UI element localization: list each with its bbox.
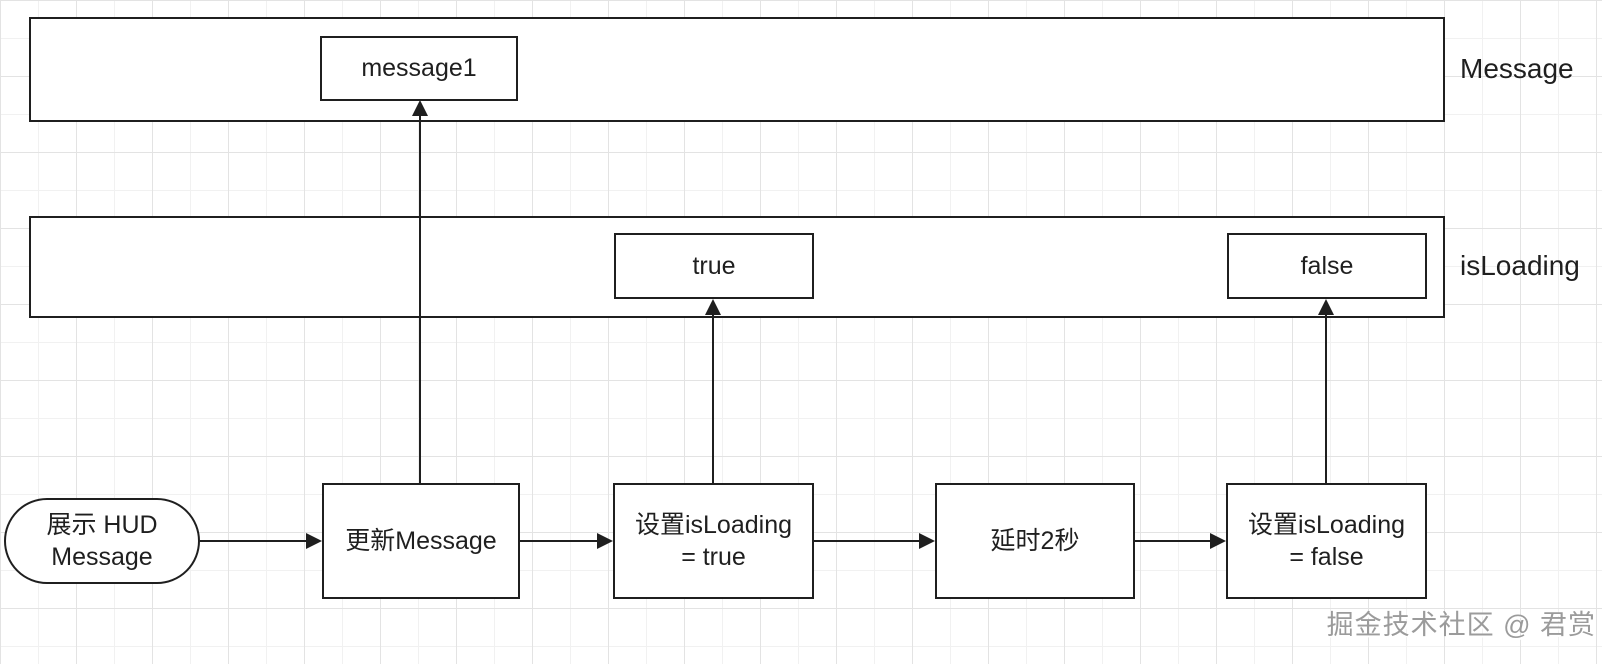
- arrow-head-right-settrue-icon: [597, 533, 613, 549]
- arrow-line-update-to-message1: [419, 114, 421, 484]
- arrow-head-up-false-icon: [1318, 299, 1334, 315]
- arrow-line-update-to-settrue: [520, 540, 597, 542]
- arrow-line-settrue-to-true: [712, 313, 714, 484]
- step-update-message-label: 更新Message: [345, 526, 497, 555]
- step-delay-2s: 延时2秒: [935, 483, 1135, 599]
- value-box-true: true: [614, 233, 814, 299]
- step-set-isloading-false-line1: 设置isLoading: [1247, 510, 1406, 539]
- step-set-isloading-true-line2: = true: [681, 543, 746, 571]
- value-box-message1-label: message1: [361, 54, 477, 83]
- arrow-head-right-delay-icon: [919, 533, 935, 549]
- step-set-isloading-false-line2: = false: [1289, 543, 1364, 571]
- arrow-line-settrue-to-delay: [814, 540, 919, 542]
- value-box-true-label: true: [692, 251, 736, 280]
- start-node-show-hud-message: 展示 HUD Message: [4, 498, 200, 584]
- arrow-head-right-update-icon: [306, 533, 322, 549]
- arrow-line-start-to-update: [200, 540, 308, 542]
- value-box-message1: message1: [320, 36, 518, 101]
- arrow-head-right-setfalse-icon: [1210, 533, 1226, 549]
- value-box-false-label: false: [1300, 251, 1354, 280]
- step-set-isloading-false: 设置isLoading = false: [1226, 483, 1427, 599]
- watermark: 掘金技术社区 @ 君赏: [1326, 610, 1596, 640]
- start-node-line2: Message: [51, 543, 153, 571]
- arrow-line-setfalse-to-false: [1325, 313, 1327, 484]
- step-update-message: 更新Message: [322, 483, 520, 599]
- step-delay-2s-label: 延时2秒: [990, 526, 1080, 555]
- arrow-head-up-message1-icon: [412, 100, 428, 116]
- step-set-isloading-true: 设置isLoading = true: [613, 483, 814, 599]
- arrow-line-delay-to-setfalse: [1135, 540, 1210, 542]
- lane-label-message: Message: [1460, 53, 1574, 84]
- arrow-head-up-true-icon: [705, 299, 721, 315]
- start-node-line1: 展示 HUD: [46, 510, 158, 539]
- lane-label-isloading: isLoading: [1460, 250, 1580, 281]
- lane-message: [29, 17, 1445, 122]
- step-set-isloading-true-line1: 设置isLoading: [634, 510, 793, 539]
- value-box-false: false: [1227, 233, 1427, 299]
